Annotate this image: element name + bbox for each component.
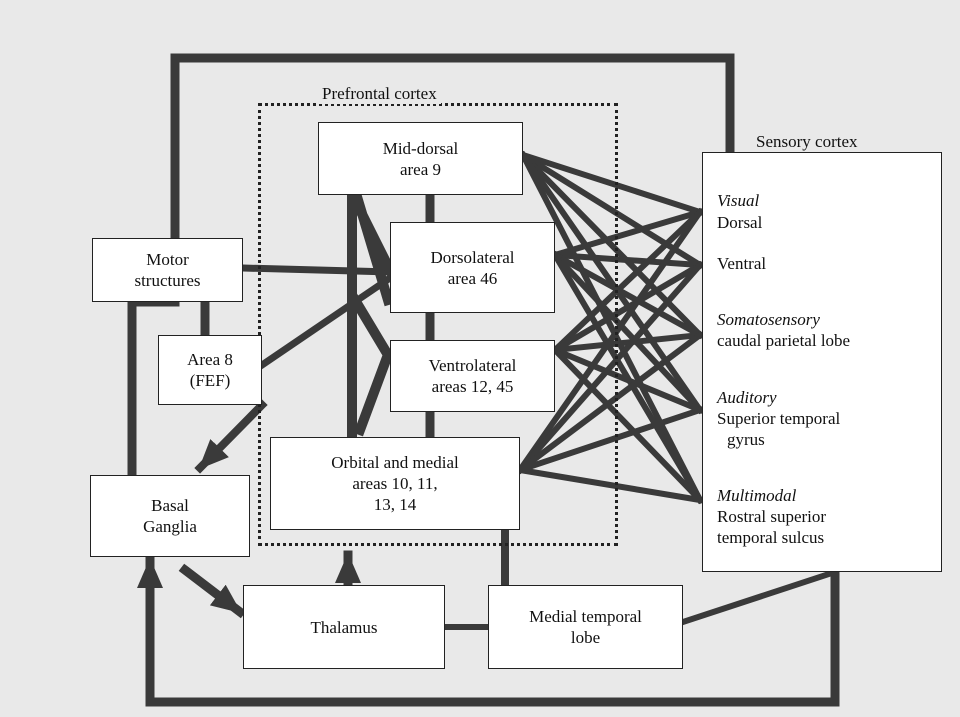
fef-label: (FEF) xyxy=(189,371,231,390)
ventrolateral-box: Ventrolateral areas 12, 45 xyxy=(390,340,555,412)
motor-to-dorsolateral xyxy=(239,264,394,276)
mid-dorsal-name: Mid-dorsal xyxy=(382,138,459,158)
motor-structures-box: Motor structures xyxy=(92,238,243,302)
sensory-cortex-label: Sensory cortex xyxy=(756,132,858,151)
motor-structures-line-2: structures xyxy=(134,271,201,290)
multimodal-heading: Multimodal xyxy=(717,486,797,505)
orbital-medial-area-1: areas 10, 11, xyxy=(352,474,438,493)
orbital-medial-name: Orbital and medial xyxy=(331,453,459,472)
orbital-medial-box: Orbital and medial areas 10, 11, 13, 14 xyxy=(270,437,520,530)
motor-structures-line-1: Motor xyxy=(146,250,189,269)
area8-to-dorsolateral xyxy=(257,273,395,370)
outer-top-loop xyxy=(127,53,735,480)
thalamus-box: Thalamus xyxy=(243,585,445,669)
auditory-heading: Auditory xyxy=(717,388,777,407)
dorsolateral-box: Dorsolateral area 46 xyxy=(390,222,555,313)
pfc-zigzag xyxy=(347,190,397,442)
prefrontal-cortex-label: Prefrontal cortex xyxy=(318,84,441,104)
somatosensory-heading: Somatosensory xyxy=(717,310,820,329)
multimodal-area-line-1: Rostral superior xyxy=(717,507,827,526)
sensory-cortex-box: Visual Dorsal Ventral Somatosensory caud… xyxy=(702,152,942,572)
medial-temporal-lobe-box: Medial temporal lobe xyxy=(488,585,683,669)
dorsolateral-area: area 46 xyxy=(447,268,498,288)
thalamus-label: Thalamus xyxy=(310,617,378,637)
basal-ganglia-line-1: Basal xyxy=(151,496,189,515)
area8-to-basal-arrow xyxy=(194,399,268,474)
medial-temporal-line-1: Medial temporal xyxy=(529,607,642,626)
somatosensory-area: caudal parietal lobe xyxy=(717,331,851,350)
dorsolateral-name: Dorsolateral xyxy=(430,247,515,267)
ventrolateral-name: Ventrolateral xyxy=(428,356,517,375)
ventrolateral-area: areas 12, 45 xyxy=(431,377,514,396)
basal-ganglia-line-2: Ganglia xyxy=(143,517,197,536)
area-8-fef-box: Area 8 (FEF) xyxy=(158,335,262,405)
mtl-to-sensory xyxy=(679,568,839,626)
mid-dorsal-area: area 9 xyxy=(399,159,442,179)
medial-temporal-line-2: lobe xyxy=(570,628,601,647)
multimodal-area-line-2: temporal sulcus xyxy=(717,528,825,547)
orbital-medial-area-2: 13, 14 xyxy=(373,495,417,514)
visual-dorsal: Dorsal xyxy=(717,213,763,232)
basal-to-thalamus-arrow xyxy=(178,563,247,619)
mid-dorsal-box: Mid-dorsal area 9 xyxy=(318,122,523,195)
basal-ganglia-box: Basal Ganglia xyxy=(90,475,250,557)
visual-heading: Visual xyxy=(717,191,760,210)
outer-bottom-loop xyxy=(145,567,840,707)
auditory-area-line-2: gyrus xyxy=(727,430,765,449)
area-8-label: Area 8 xyxy=(187,350,233,369)
prefrontal-cortex-frame xyxy=(258,103,618,546)
auditory-area-line-1: Superior temporal xyxy=(717,409,841,428)
visual-ventral: Ventral xyxy=(717,254,767,273)
prefrontal-sensory-web xyxy=(515,150,705,505)
